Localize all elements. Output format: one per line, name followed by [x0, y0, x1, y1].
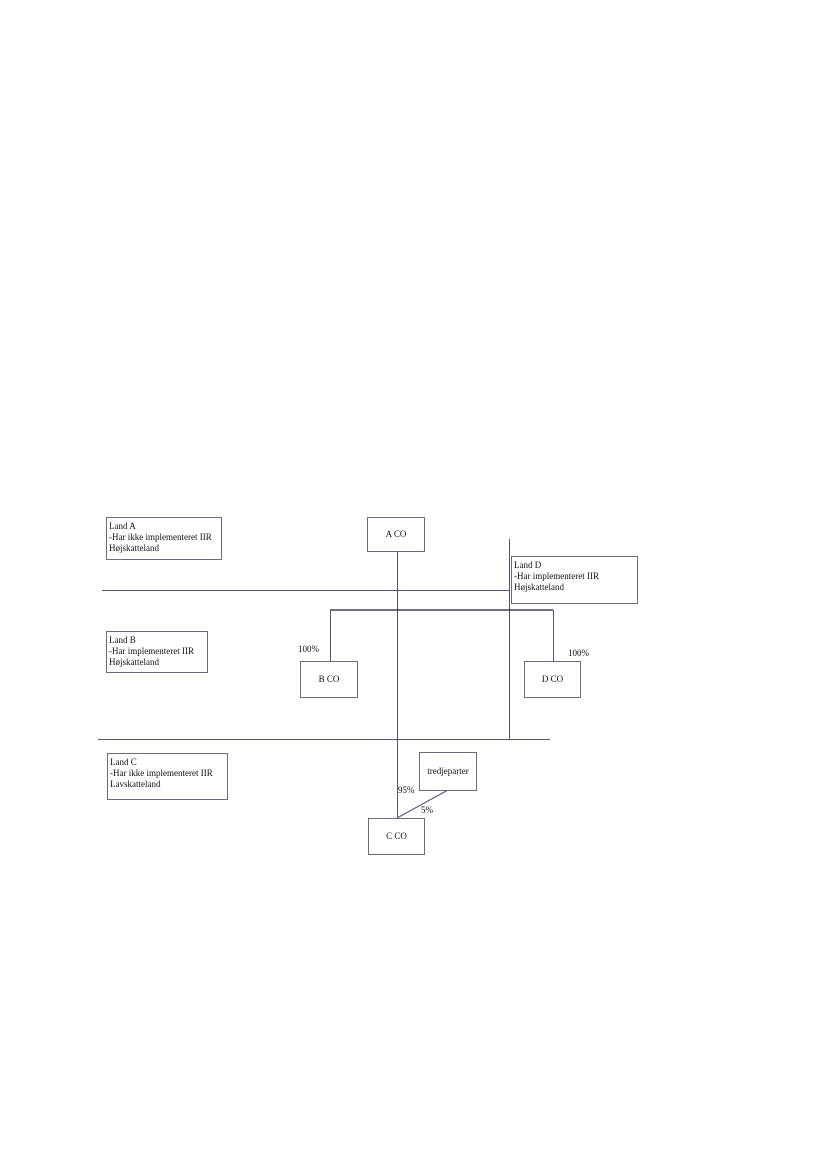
ownership-label-c-by-a: 95% — [398, 785, 415, 795]
land-d-line1: -Har implementeret IIR — [514, 571, 599, 581]
land-a-title: Land A — [109, 521, 136, 531]
land-d-line2: Højskatteland — [514, 582, 564, 592]
entity-c-co: C CO — [368, 818, 425, 855]
land-c-box: Land C -Har ikke implementeret IIR Lavsk… — [107, 753, 228, 800]
land-b-title: Land B — [109, 635, 136, 645]
land-a-box: Land A -Har ikke implementeret IIR Højsk… — [106, 517, 222, 560]
ownership-label-c-by-third: 5% — [421, 805, 433, 815]
land-c-line2: Lavskatteland — [110, 779, 161, 789]
land-c-line1: -Har ikke implementeret IIR — [110, 768, 213, 778]
ownership-line-third-c — [396, 789, 449, 819]
land-b-box: Land B -Har implementeret IIR Højskattel… — [106, 631, 208, 673]
land-a-line1: -Har ikke implementeret IIR — [109, 532, 212, 542]
land-d-box: Land D -Har implementeret IIR Højskattel… — [511, 556, 638, 604]
entity-third-parties: tredjeparter — [419, 752, 477, 791]
land-a-line2: Højskatteland — [109, 543, 159, 553]
land-c-title: Land C — [110, 757, 137, 767]
land-b-line1: -Har implementeret IIR — [109, 646, 194, 656]
entity-b-co: B CO — [300, 661, 358, 698]
ownership-label-d: 100% — [568, 648, 589, 658]
entity-a-co: A CO — [367, 517, 425, 552]
land-b-line2: Højskatteland — [109, 657, 159, 667]
ownership-label-b: 100% — [298, 644, 319, 654]
land-d-title: Land D — [514, 560, 542, 570]
entity-d-co: D CO — [524, 661, 581, 698]
